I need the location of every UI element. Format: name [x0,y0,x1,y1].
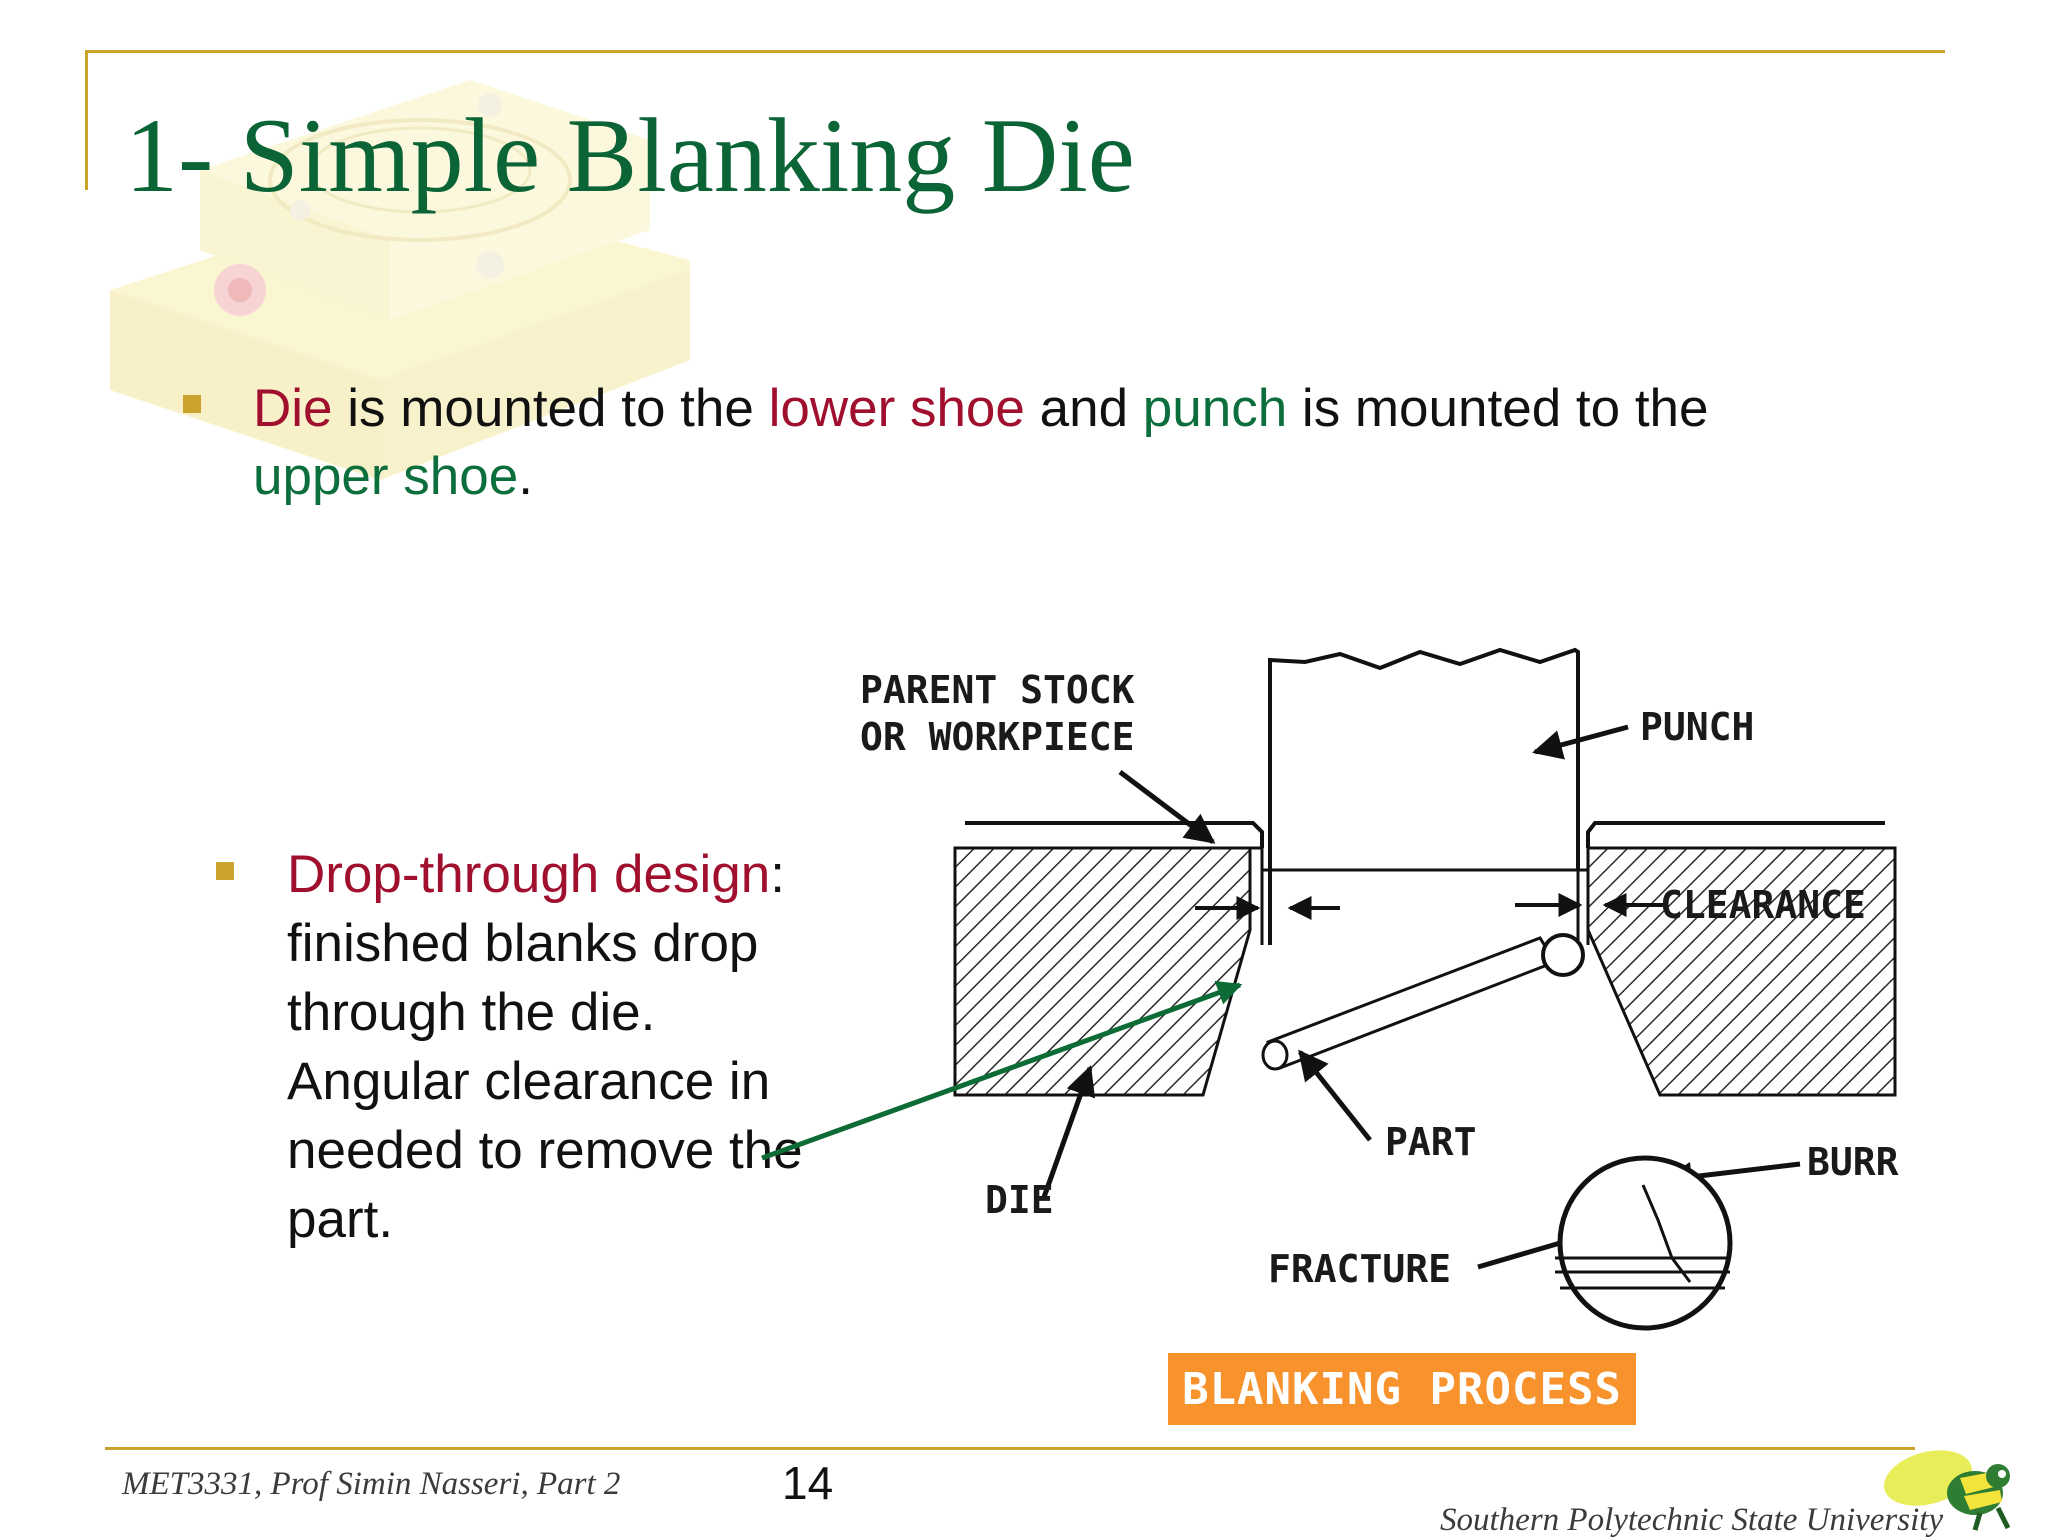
term-lower-shoe: lower shoe [768,379,1025,438]
slide-title: 1- Simple Blanking Die [125,97,1135,214]
label-clearance: CLEARANCE [1660,883,1866,927]
label-burr: BURR [1807,1140,1899,1184]
stock-right [1586,821,1885,848]
label-parent-stock-line1: PARENT STOCK [860,668,1135,712]
label-fracture: FRACTURE [1268,1247,1451,1291]
label-parent-stock-line2: OR WORKPIECE [860,715,1135,759]
frame-left-rule [85,50,88,190]
blanking-process-label: BLANKING PROCESS [1182,1363,1622,1415]
text-segment: is mounted to the [1287,379,1709,438]
stock-left [965,821,1264,848]
term-drop-through-design: Drop-through design [287,845,771,904]
term-die: Die [253,379,333,438]
punch [1268,647,1580,945]
term-punch: punch [1142,379,1288,438]
text-segment: and [1024,379,1143,438]
footer-course-info: MET3331, Prof Simin Nasseri, Part 2 [122,1466,621,1502]
blanking-process-banner [1168,1353,1636,1425]
term-upper-shoe: upper shoe [253,447,519,506]
frame-top-rule [85,50,1945,53]
label-punch: PUNCH [1640,705,1754,749]
text-segment: . [518,447,533,506]
die-left [953,846,1252,1097]
bullet-text-2: Drop-through design: finished blanks dro… [287,840,807,1254]
background-die-illustration [110,80,690,480]
burr-detail-circle [1557,1155,1733,1331]
page-number: 14 [782,1457,834,1509]
bullet-marker-1 [183,395,201,413]
footer-rule [105,1447,1915,1450]
footer-university: Southern Polytechnic State University [1440,1502,1944,1538]
text-segment: : finished blanks drop through the die. … [287,845,803,1249]
text-segment: is mounted to the [332,379,769,438]
callout-arrow [761,980,1243,1161]
bullet-text-1: Die is mounted to the lower shoe and pun… [253,375,1873,511]
bullet-marker-2 [216,862,234,880]
label-part: PART [1385,1120,1477,1164]
hornet-mascot-logo [1884,1450,2011,1531]
label-die: DIE [985,1178,1054,1222]
